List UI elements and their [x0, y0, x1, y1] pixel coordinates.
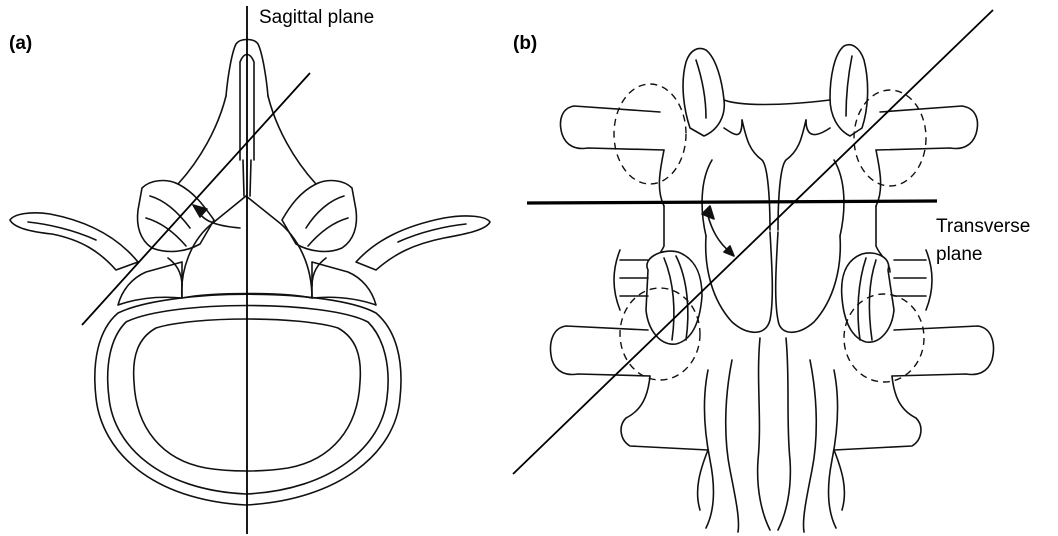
oblique-plane-a [82, 73, 310, 325]
mid-central-lobes [706, 232, 841, 332]
left-disc-edge [620, 260, 648, 296]
panel-a-label: (a) [9, 33, 32, 55]
lower-spinous-left [704, 360, 738, 532]
transverse-plane-label-line2: plane [936, 243, 983, 267]
panel-b-label: (b) [513, 33, 537, 55]
upper-left-facet-dashed [614, 84, 686, 184]
left-lamina [178, 96, 226, 184]
lower-spinous-right [803, 360, 837, 532]
transverse-plane-line [527, 201, 937, 203]
right-facet-lines [306, 196, 348, 246]
sagittal-plane-label: Sagittal plane [259, 6, 374, 30]
lower-side-processes [698, 450, 845, 510]
lower-spinous-center [758, 338, 791, 530]
rotation-arrowhead-b [702, 206, 714, 219]
upper-right-transverse-process [876, 106, 977, 150]
upper-left-transverse-process [561, 106, 665, 150]
oblique-plane-b [513, 10, 993, 474]
panel-b-spine [551, 45, 994, 532]
rotation-arrow-b [708, 216, 730, 252]
right-tp-inner [398, 224, 466, 242]
upper-spinous-process [742, 120, 806, 230]
upper-lamina-lines [724, 120, 830, 135]
upper-right-sap [830, 45, 868, 136]
vertebral-body-outer [95, 294, 401, 505]
upper-vertebra-outline [659, 100, 880, 206]
lower-vertebra-body [621, 376, 921, 450]
lower-right-transverse-process [892, 326, 993, 376]
right-lamina [268, 96, 316, 184]
upper-right-facet-dashed [854, 90, 926, 186]
right-disc-edge [894, 260, 926, 296]
upper-right-sap-inner [846, 56, 852, 116]
left-facet-lines [146, 196, 190, 246]
transverse-plane-label-line1: Transverse [936, 215, 1030, 239]
right-articular-process [282, 181, 356, 252]
lower-left-transverse-process [551, 326, 650, 376]
panel-a-vertebra [10, 40, 490, 506]
right-transverse-process [356, 216, 490, 270]
upper-left-sap-inner [696, 60, 706, 118]
